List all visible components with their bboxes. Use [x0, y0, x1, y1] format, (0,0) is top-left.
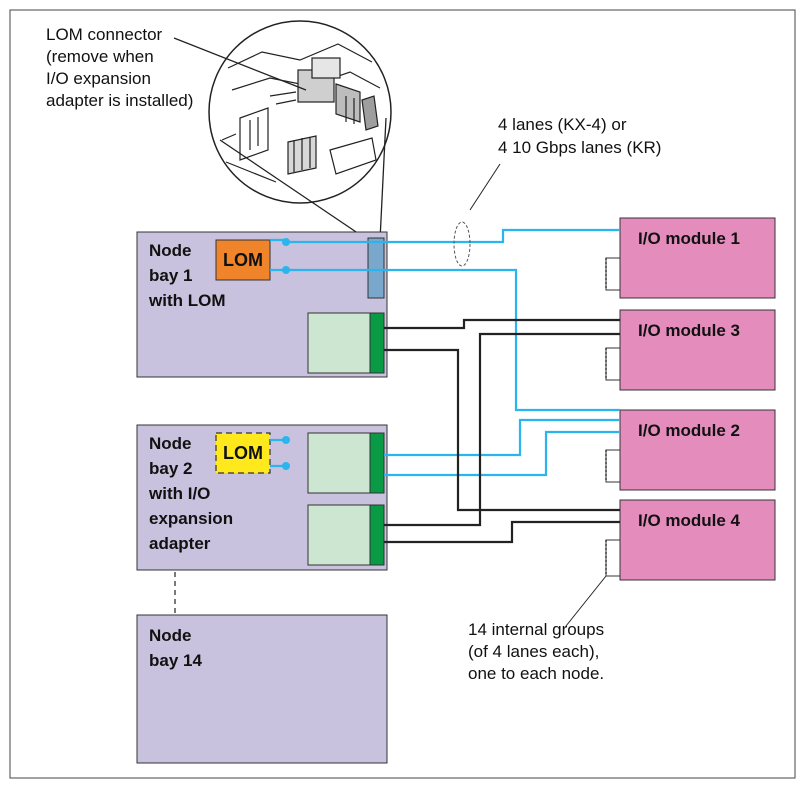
lanes-callout-leader [469, 163, 501, 211]
adapter-connector-node2-a [369, 432, 385, 494]
internal-port-icon [605, 539, 620, 577]
adapter-slot-node2-a [307, 432, 371, 494]
internal-port-icon [605, 257, 620, 291]
svg-text:I/O module 1: I/O module 1 [638, 229, 740, 248]
io-module-3: I/O module 3 [605, 309, 776, 391]
lane-dot [282, 436, 290, 444]
svg-text:I/O module 2: I/O module 2 [638, 421, 740, 440]
internal-port-icon [605, 347, 620, 381]
svg-text:I/O module 3: I/O module 3 [638, 321, 740, 340]
lom-onboard-label: LOM [223, 250, 263, 270]
lane-group-ellipse-icon [453, 221, 471, 267]
frame-border [9, 9, 796, 779]
lom-onboard-chip [215, 239, 271, 281]
internal-groups-callout: 14 internal groups (of 4 lanes each), on… [468, 620, 609, 683]
lom-connector [367, 237, 385, 299]
node-bay-1-label: Node bay 1 with LOM [148, 241, 225, 310]
svg-text:I/O module 4: I/O module 4 [638, 511, 741, 530]
io-module-1: I/O module 1 [605, 217, 776, 299]
lom-connector-zoom-icon [208, 20, 392, 241]
lom-connector-leader [173, 37, 307, 91]
lom-optional-chip [215, 432, 271, 474]
node-bay-14 [136, 614, 388, 764]
black-lanes [384, 318, 620, 544]
adapter-connector-node1 [369, 312, 385, 374]
node-bay-2-label: Node bay 2 with I/O expansion adapter [148, 434, 238, 553]
adapter-slot-node1 [307, 312, 371, 374]
lom-optional-label: LOM [223, 443, 263, 463]
lane-dot [282, 462, 290, 470]
internal-port-icon [605, 449, 620, 483]
internal-groups-leader [565, 575, 607, 627]
node-bay-14-label: Node bay 14 [149, 626, 202, 670]
lane-dot [282, 238, 290, 246]
lane-dot [282, 266, 290, 274]
adapter-connector-node2-b [369, 504, 385, 566]
io-module-4: I/O module 4 [605, 499, 776, 581]
adapter-slot-node2-b [307, 504, 371, 566]
io-module-2: I/O module 2 [605, 409, 776, 491]
lanes-callout: 4 lanes (KX-4) or 4 10 Gbps lanes (KR) [498, 115, 661, 157]
lom-connector-callout: LOM connector (remove when I/O expansion… [46, 25, 193, 110]
